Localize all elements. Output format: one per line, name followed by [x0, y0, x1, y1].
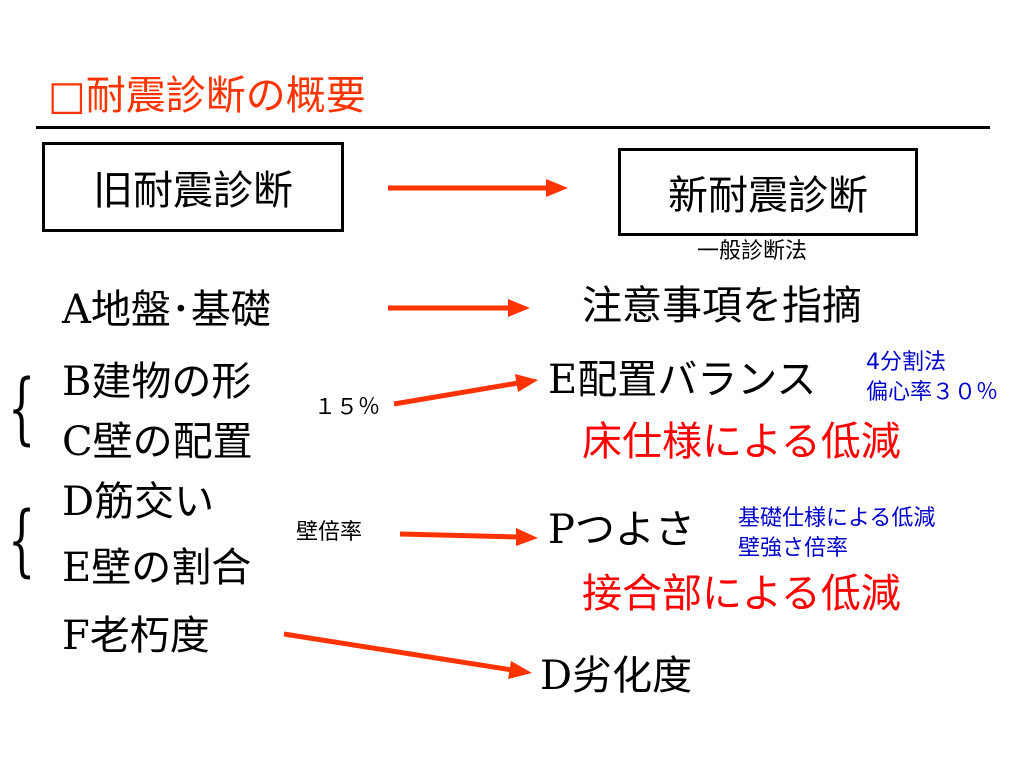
new-item-deterioration-text: 劣化度 — [572, 653, 693, 699]
strength-note-wall: 壁強さ倍率 — [738, 536, 849, 561]
strength-note-foundation: 基礎仕様による低減 — [738, 506, 936, 531]
balance-note-eccentricity: 偏心率３０％ — [866, 380, 999, 405]
old-item-b-text: 建物の形 — [91, 359, 252, 405]
old-item-a-letter: A — [62, 287, 91, 333]
old-item-d-letter: D — [62, 479, 95, 525]
new-method-subtitle: 一般診断法 — [697, 239, 808, 264]
old-item-f-text: 老朽度 — [89, 613, 210, 659]
new-item-strength-letter: P — [548, 507, 575, 553]
old-method-label: 旧耐震診断 — [93, 168, 293, 214]
brace-bc: { — [8, 364, 36, 454]
arrow-bc-to-balance — [393, 374, 538, 407]
new-method-label: 新耐震診断 — [668, 173, 868, 219]
old-item-a: A地盤･基礎 — [62, 290, 271, 330]
old-item-c-text: 壁の配置 — [92, 419, 253, 465]
note-bc-ratio: １５％ — [314, 395, 381, 420]
old-item-c: C壁の配置 — [62, 422, 253, 462]
old-item-e-text: 壁の割合 — [91, 545, 252, 591]
old-item-d: D筋交い — [62, 482, 214, 522]
old-item-f: F老朽度 — [62, 616, 210, 656]
old-item-d-text: 筋交い — [94, 479, 215, 525]
title-divider — [36, 126, 990, 129]
new-item-deterioration: D劣化度 — [540, 656, 692, 696]
old-item-b-letter: B — [62, 359, 92, 405]
old-item-e-letter: E — [62, 545, 92, 591]
new-item-foundation-note: 注意事項を指摘 — [582, 283, 862, 329]
old-item-b: B建物の形 — [62, 362, 251, 402]
new-item-deterioration-letter: D — [540, 653, 573, 699]
page-title: □耐震診断の概要 — [48, 73, 366, 119]
new-item-strength-text: つよさ — [574, 507, 695, 553]
arrow-f-to-deterioration — [283, 631, 532, 679]
balance-reduction: 床仕様による低減 — [582, 419, 901, 465]
old-method-box: 旧耐震診断 — [42, 142, 344, 232]
old-item-c-letter: C — [62, 419, 93, 465]
arrow-de-to-strength — [399, 528, 538, 546]
new-item-balance-letter: E — [548, 357, 578, 403]
note-de-wall-ratio: 壁倍率 — [296, 520, 363, 545]
new-item-balance-text: 配置バランス — [577, 357, 817, 403]
old-item-e: E壁の割合 — [62, 548, 251, 588]
strength-reduction: 接合部による低減 — [582, 571, 901, 617]
new-item-balance: E配置バランス — [548, 360, 816, 400]
new-item-strength: Pつよさ — [548, 510, 695, 550]
balance-note-quadrant: 4分割法 — [866, 350, 946, 375]
new-method-box: 新耐震診断 — [618, 148, 918, 236]
old-item-f-letter: F — [62, 613, 90, 659]
old-item-a-text: 地盤･基礎 — [90, 287, 271, 333]
arrow-old-to-new — [388, 179, 568, 197]
brace-de: { — [8, 496, 36, 586]
arrow-a-to-foundation — [388, 299, 530, 317]
